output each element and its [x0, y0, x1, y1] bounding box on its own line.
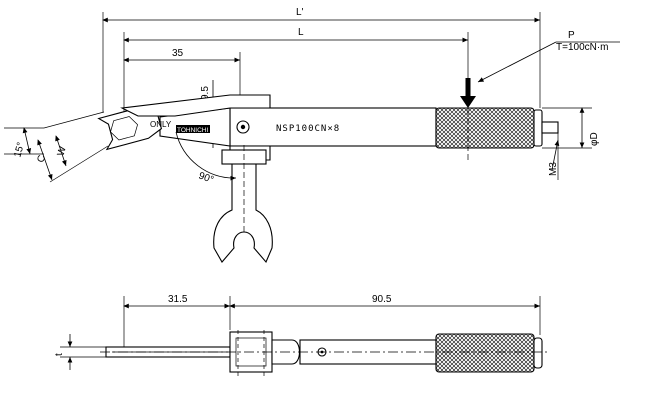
side-knurled-grip	[435, 333, 535, 373]
overall-length-dimension: L'	[102, 7, 541, 112]
bottom-dimensions: 31.5 90.5	[123, 294, 541, 356]
overall-length-label: L'	[296, 7, 304, 18]
angle-15-label: 15°	[12, 141, 27, 158]
hex-nut-icon	[110, 116, 138, 141]
wrench-top-view: ONLY TOHNICHI NSP100CN×8	[97, 94, 559, 264]
handle-shaft	[229, 107, 437, 147]
grip-diameter-dimension: φD	[542, 107, 600, 149]
model-marking: NSP100CN×8	[276, 124, 340, 134]
effective-length-dimension: L	[123, 27, 469, 118]
neck-thickness-label: 9.5	[200, 86, 211, 100]
swiveled-head	[213, 159, 273, 264]
angle-90-label: 90°	[197, 170, 215, 186]
wrench-side-view	[100, 330, 548, 376]
grip-diameter-label: φD	[589, 132, 600, 146]
bottom-left-label: 31.5	[168, 294, 188, 305]
width-across-label: W	[56, 145, 69, 158]
load-point-label: P	[568, 30, 575, 41]
brand-marking: TOHNICHI	[177, 127, 208, 134]
bottom-right-label: 90.5	[372, 294, 392, 305]
head-offset-dimension: 35	[123, 48, 241, 95]
thickness-dimension: t	[54, 334, 106, 370]
effective-length-label: L	[298, 27, 304, 38]
knurled-grip	[435, 107, 535, 149]
head-offset-label: 35	[172, 48, 184, 59]
angle-90-dimension: 90°	[175, 131, 237, 186]
thickness-label: t	[54, 353, 65, 356]
head-size-label: C	[36, 154, 48, 164]
only-marking: ONLY	[150, 120, 172, 129]
thread-label: M3	[548, 162, 559, 176]
torque-label: T=100cN·m	[556, 42, 609, 53]
head-angle-dimensions: 15° C W	[4, 111, 109, 183]
thread-dimension: M3	[548, 133, 560, 180]
